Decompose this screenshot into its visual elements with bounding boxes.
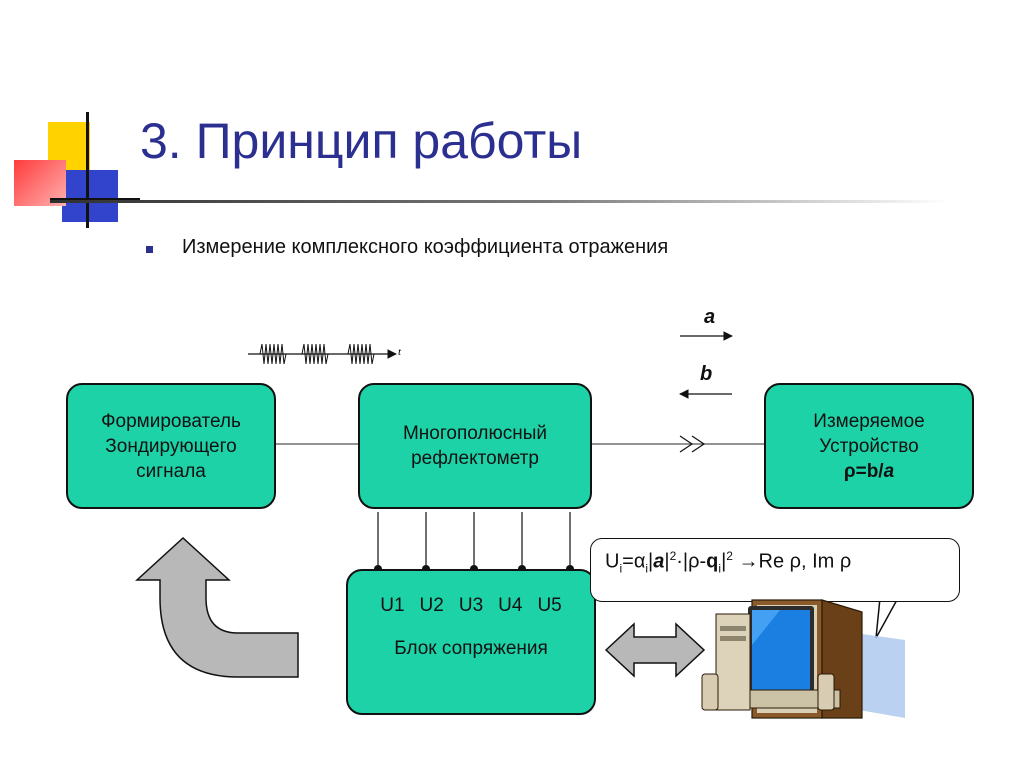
decor-squares	[0, 100, 140, 230]
double-headed-arrow	[604, 622, 706, 678]
burst-1	[259, 343, 287, 365]
generator-line-1: Формирователь	[101, 410, 241, 432]
device-line-2: Устройство	[819, 435, 919, 457]
device-formula: ρ=b/a	[843, 460, 895, 482]
port-u4: U4	[498, 595, 523, 616]
formula-callout: Ui=αi|a|2·|ρ-qi|2 →Re ρ, Im ρ	[590, 538, 960, 602]
generator-line-3: сигнала	[136, 460, 206, 482]
port-labels: U1 U2 U3 U4 U5	[380, 593, 561, 618]
title-divider	[50, 200, 950, 203]
curved-feedback-arrow	[135, 536, 299, 678]
port-u3: U3	[458, 595, 484, 616]
reflectometer-box: Многополюсный рефлектометр	[358, 383, 592, 509]
port-u1: U1	[380, 595, 405, 616]
device-line-1: Измеряемое	[813, 410, 925, 432]
device-under-test-box: Измеряемое Устройство ρ=b/a	[764, 383, 974, 509]
bullet-marker	[146, 246, 153, 253]
burst-2	[301, 343, 329, 365]
page-title: 3. Принцип работы	[140, 113, 583, 169]
wave-a-label: a	[704, 306, 716, 328]
port-u2: U2	[419, 595, 444, 616]
signal-generator-box: Формирователь Зондирующего сигнала	[66, 383, 276, 509]
port-u5: U5	[537, 595, 562, 616]
wave-b-label: b	[700, 363, 713, 385]
subtitle: Измерение комплексного коэффициента отра…	[182, 236, 669, 258]
reflectometer-line-1: Многополюсный	[402, 423, 547, 444]
generator-line-2: Зондирующего	[105, 435, 237, 457]
burst-3	[347, 343, 375, 365]
time-label: t	[398, 346, 402, 358]
interface-block-box: U1 U2 U3 U4 U5 Блок сопряжения	[346, 569, 596, 715]
reflectometer-line-2: рефлектометр	[411, 448, 539, 469]
interface-label: Блок сопряжения	[394, 638, 548, 659]
